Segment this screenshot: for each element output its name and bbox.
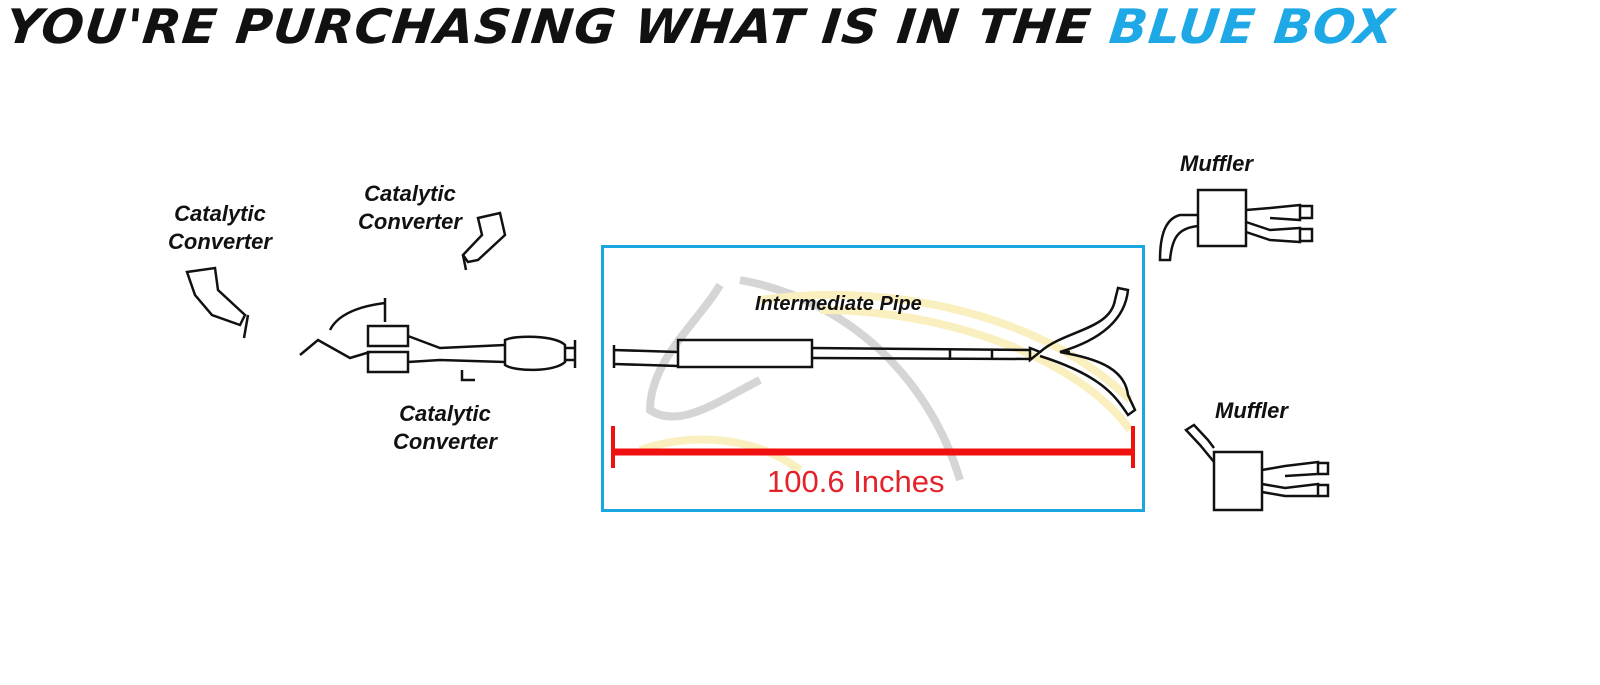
intermediate-pipe-drawing [612,286,1137,417]
y-pipe-drawing [299,298,577,382]
muffler-top-drawing [1158,188,1314,262]
muffler-bottom-drawing [1184,423,1330,512]
blue-box-outline [601,245,1145,512]
catalytic-converter-2-drawing [461,211,507,271]
watermark-logo [638,276,1134,482]
label-muffler-top: Muffler [1180,151,1253,176]
catalytic-converter-1-drawing [185,266,250,339]
measurement-label: 100.6 Inches [767,464,945,499]
label-muffler-bottom: Muffler [1215,398,1288,423]
measurement-bar [611,426,1135,468]
label-intermediate-pipe: Intermediate Pipe [755,293,922,315]
